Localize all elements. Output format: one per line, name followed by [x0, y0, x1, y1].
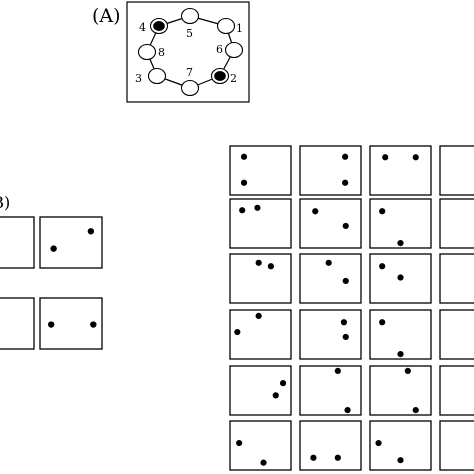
panel-c-box: [299, 145, 362, 196]
ring-node-label: 6: [216, 43, 223, 56]
panel-a-label: (A): [92, 5, 121, 27]
ring-node-4-fill: [153, 21, 165, 31]
panel-c-dot: [255, 312, 262, 319]
ring-node-6: [224, 41, 244, 59]
panel-b-dot: [90, 321, 97, 328]
panel-c-dot: [310, 454, 317, 461]
panel-c-dot: [379, 263, 386, 270]
ring-node-label: 7: [186, 66, 193, 79]
panel-c-dot: [260, 459, 267, 466]
panel-c-dot: [240, 179, 248, 186]
panel-c-dot: [412, 407, 419, 414]
panel-c-box: [439, 365, 474, 416]
panel-c-box: [439, 198, 474, 249]
panel-c-dot: [382, 154, 389, 161]
panel-b-box: [0, 297, 35, 350]
panel-c-dot: [342, 333, 349, 341]
ring-graph: 16 2 7 3 84 5: [135, 7, 244, 97]
ring-node-7: [180, 79, 200, 97]
panel-c-dot: [342, 222, 349, 230]
panel-c-box: [299, 420, 362, 471]
panel-b-dot: [47, 321, 55, 328]
panel-c-dot: [344, 407, 351, 414]
panel-b-dot: [87, 228, 95, 235]
ring-node-5: [180, 7, 200, 25]
panel-c-box: [299, 198, 362, 249]
panel-c-dot: [334, 454, 341, 461]
panel-c-box: [229, 365, 292, 416]
panel-c-dot: [342, 179, 349, 186]
panel-c-dot: [267, 263, 274, 270]
panel-c-box: [369, 309, 432, 360]
panel-c-dot: [404, 367, 411, 374]
ring-node-1: [216, 17, 236, 35]
panel-c-dot: [334, 367, 341, 374]
ring-node-2-fill: [214, 71, 226, 81]
panel-b-dot: [50, 245, 57, 252]
panel-b-box: [0, 216, 35, 269]
panel-c-dot: [397, 457, 404, 464]
panel-c-box: [369, 198, 432, 249]
panel-c-dot: [397, 240, 404, 247]
panel-c-dot: [272, 392, 279, 399]
panel-c-box: [439, 145, 474, 196]
panel-c-dot: [375, 439, 382, 447]
panel-c-grid: [229, 145, 474, 471]
panel-c-dot: [236, 439, 243, 447]
panel-b-grid: [0, 216, 103, 350]
panel-c-box: [229, 145, 292, 196]
ring-node-8: [137, 43, 157, 61]
ring-node-label: 2: [230, 72, 237, 85]
panel-c-dot: [279, 380, 287, 387]
panel-c-dot: [342, 153, 349, 160]
ring-node-label: 4: [139, 21, 146, 34]
panel-c-dot: [379, 208, 386, 215]
panel-c-box: [299, 309, 362, 360]
panel-c-dot: [255, 259, 262, 266]
panel-c-box: [439, 253, 474, 304]
panel-a: (A) 16 2 7 3 84 5: [92, 1, 250, 103]
panel-c-dot: [379, 319, 386, 326]
panel-c-dot: [312, 208, 319, 215]
panel-c-dot: [397, 274, 404, 281]
panel-b-label: (B): [0, 193, 10, 212]
panel-c-box: [439, 309, 474, 360]
panel-c-dot: [239, 207, 246, 214]
panel-c-dot: [397, 351, 404, 358]
panel-c-dot: [342, 277, 349, 285]
panel-c-dot: [240, 153, 248, 160]
panel-c-dot: [234, 328, 241, 336]
panel-c-box: [299, 365, 362, 416]
panel-c-box: [229, 198, 292, 249]
ring-node-label: 1: [236, 22, 243, 35]
panel-c-box: [369, 145, 432, 196]
panel-b: (B): [0, 193, 103, 350]
ring-node-label: 5: [186, 27, 193, 40]
panel-c-dot: [412, 154, 419, 161]
ring-node-label: 3: [135, 72, 142, 85]
ring-node-label: 8: [158, 46, 165, 59]
ring-node-3: [147, 67, 167, 85]
panel-c-dot: [254, 204, 261, 211]
panel-b-box: [39, 216, 103, 269]
panel-c-dot: [325, 259, 332, 266]
panel-c-box: [369, 365, 432, 416]
panel-c-box: [439, 420, 474, 471]
panel-c-dot: [340, 319, 348, 326]
